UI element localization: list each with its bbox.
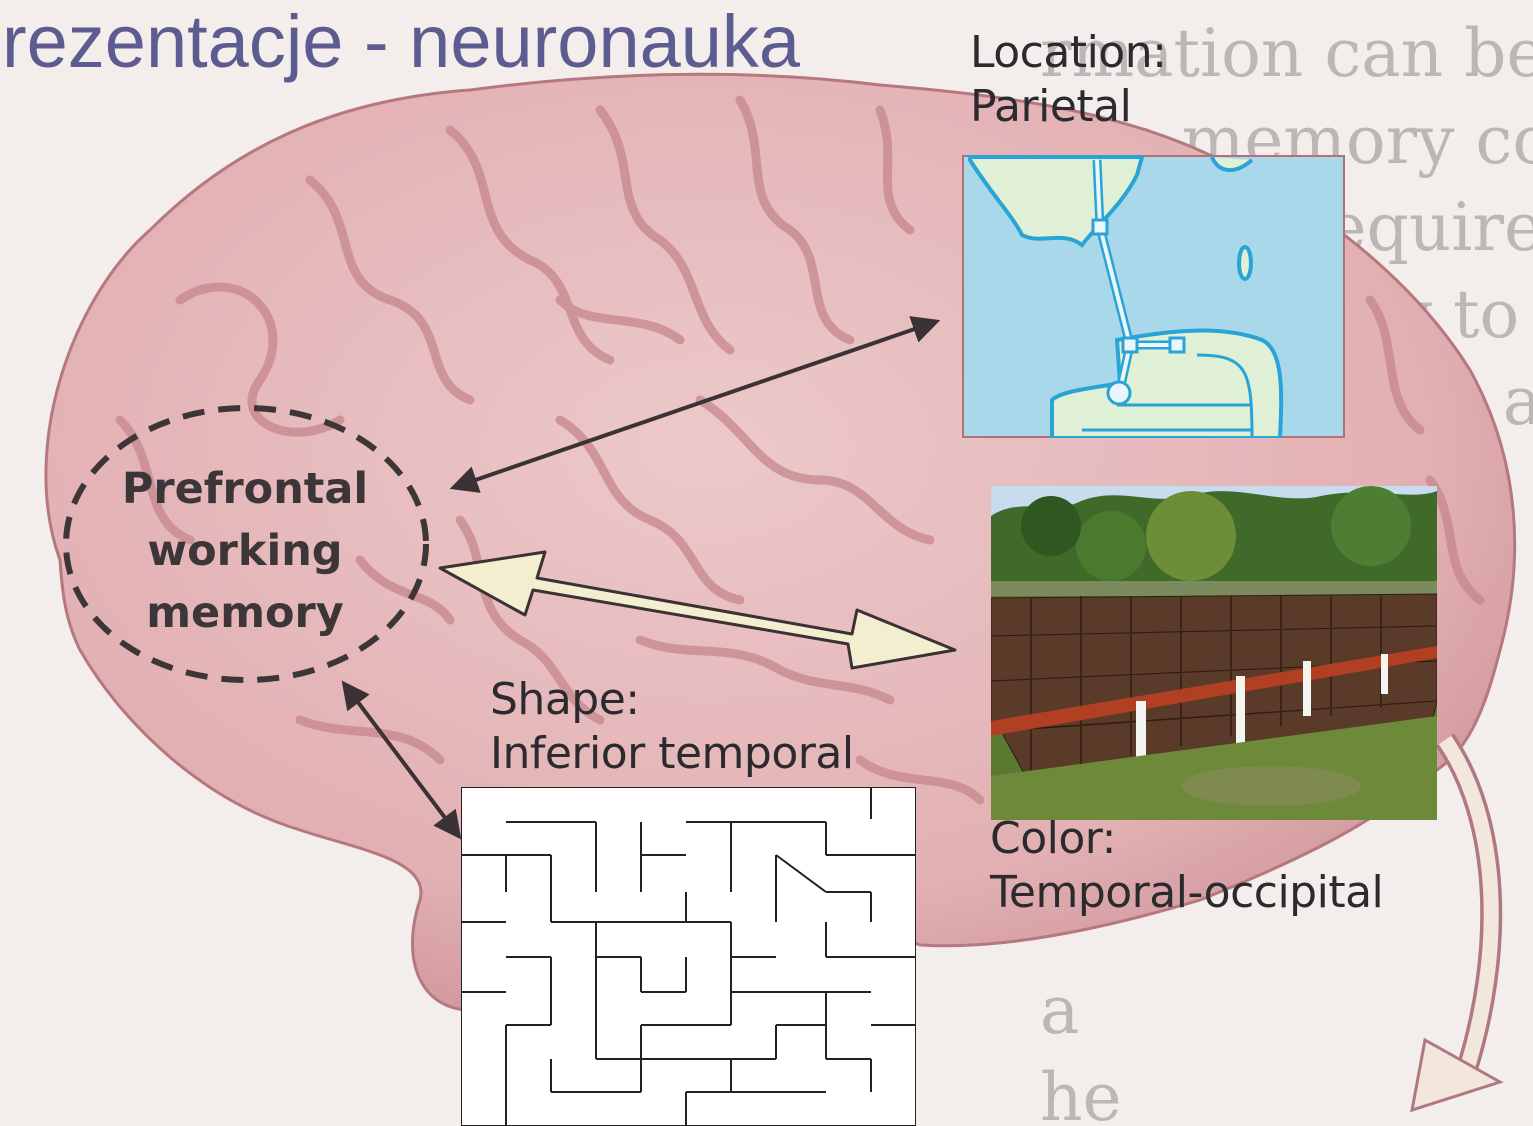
hedge-maze-photo bbox=[991, 486, 1437, 820]
color-label: Color: Temporal-occipital bbox=[990, 812, 1383, 920]
location-map-image bbox=[962, 155, 1345, 438]
location-label-line1: Location: bbox=[970, 26, 1166, 80]
pfc-label-line1: Prefrontal bbox=[90, 458, 400, 520]
pfc-label-line2: working bbox=[90, 520, 400, 582]
curved-arrow-head bbox=[1412, 1040, 1500, 1110]
shape-label-line1: Shape: bbox=[490, 673, 854, 727]
location-label-line2: Parietal bbox=[970, 80, 1166, 134]
slide-title: rezentacje - neuronauka bbox=[2, 0, 800, 84]
pfc-label-line3: memory bbox=[90, 582, 400, 644]
shape-label: Shape: Inferior temporal bbox=[490, 673, 854, 781]
location-label: Location: Parietal bbox=[970, 26, 1166, 134]
pfc-label: Prefrontal working memory bbox=[90, 458, 400, 644]
shape-label-line2: Inferior temporal bbox=[490, 727, 854, 781]
line-maze-drawing bbox=[461, 787, 916, 1126]
color-label-line2: Temporal-occipital bbox=[990, 866, 1383, 920]
color-label-line1: Color: bbox=[990, 812, 1383, 866]
